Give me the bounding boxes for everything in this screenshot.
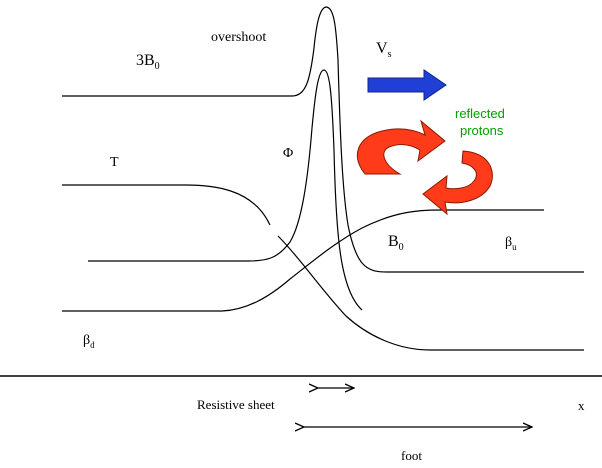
beta-u-label: βu (505, 235, 517, 252)
magnetic-field-curve (62, 6, 584, 273)
b0-label: B0 (388, 233, 404, 253)
right-arrow-icon (367, 69, 447, 101)
beta-curve (62, 209, 544, 312)
x-axis-label: x (578, 398, 585, 413)
potential-curve (88, 69, 363, 311)
overshoot-label: overshoot (211, 30, 266, 45)
temperature-curve-right (277, 235, 584, 351)
vs-label: Vs (376, 40, 392, 60)
foot-label: foot (401, 448, 422, 463)
resistive-sheet-label: Resistive sheet (197, 397, 275, 412)
reflected-label: reflected (455, 106, 505, 121)
reflected-arrow-upper (356, 119, 446, 175)
beta-d-label: βd (83, 333, 95, 350)
temperature-label: T (110, 155, 119, 170)
b3-label: 3B0 (136, 52, 160, 72)
protons-label: protons (460, 123, 504, 138)
temperature-curve-left (62, 184, 271, 226)
curved-arrow-icon (356, 119, 493, 216)
reflected-arrow-lower (422, 150, 493, 216)
potential-label: Φ (283, 146, 293, 161)
